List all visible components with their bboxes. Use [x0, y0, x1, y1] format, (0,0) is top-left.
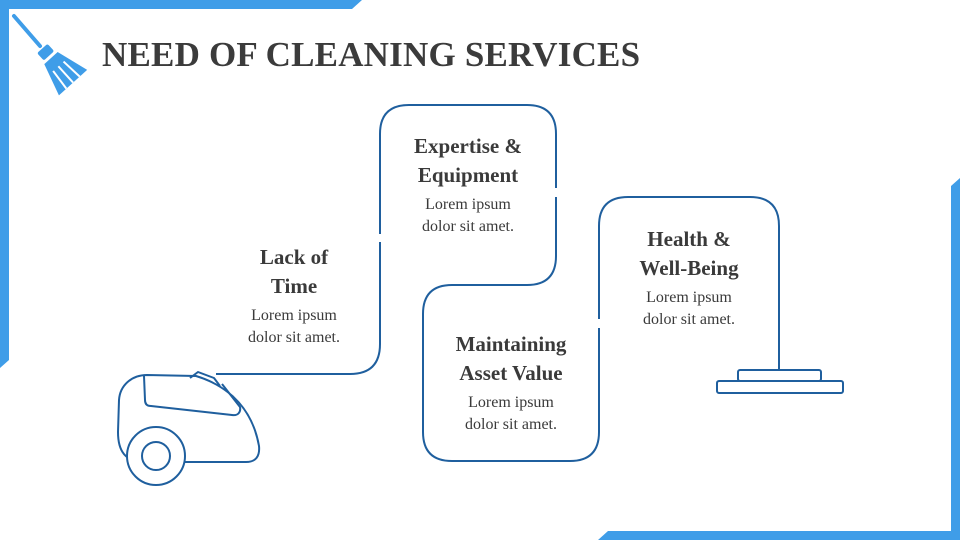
step-title: Maintaining Asset Value [431, 330, 591, 388]
step-title-line: Well-Being [639, 256, 739, 280]
step-body-line: Lorem ipsum [251, 307, 337, 324]
floor-mop-icon [716, 369, 844, 394]
step-title-line: Asset Value [459, 361, 563, 385]
step-lack-of-time: Lack of Time Lorem ipsum dolor sit amet. [214, 243, 374, 349]
vacuum-cleaner-icon [117, 371, 261, 486]
step-maintaining-asset-value: Maintaining Asset Value Lorem ipsum dolo… [431, 330, 591, 436]
step-expertise-equipment: Expertise & Equipment Lorem ipsum dolor … [388, 132, 548, 238]
step-body-line: dolor sit amet. [643, 311, 735, 328]
step-title: Health & Well-Being [609, 225, 769, 283]
page-title: NEED OF CLEANING SERVICES [102, 35, 641, 74]
step-title-line: Health & [647, 227, 731, 251]
step-title: Lack of Time [214, 243, 374, 301]
step-health-well-being: Health & Well-Being Lorem ipsum dolor si… [609, 225, 769, 331]
flow-path-line [216, 104, 780, 462]
step-body-line: Lorem ipsum [646, 289, 732, 306]
step-title-line: Lack of [259, 245, 329, 269]
step-body-line: dolor sit amet. [248, 329, 340, 346]
step-title-line: Expertise & [414, 134, 522, 158]
step-title-line: Maintaining [455, 332, 567, 356]
step-title-line: Time [270, 274, 318, 298]
step-description: Lorem ipsum dolor sit amet. [609, 287, 769, 331]
step-body-line: dolor sit amet. [465, 416, 557, 433]
broom-icon [12, 14, 88, 96]
step-description: Lorem ipsum dolor sit amet. [388, 194, 548, 238]
step-title: Expertise & Equipment [388, 132, 548, 190]
step-body-line: dolor sit amet. [422, 218, 514, 235]
step-title-line: Equipment [417, 163, 519, 187]
step-description: Lorem ipsum dolor sit amet. [431, 392, 591, 436]
step-body-line: Lorem ipsum [425, 196, 511, 213]
step-description: Lorem ipsum dolor sit amet. [214, 305, 374, 349]
step-body-line: Lorem ipsum [468, 394, 554, 411]
